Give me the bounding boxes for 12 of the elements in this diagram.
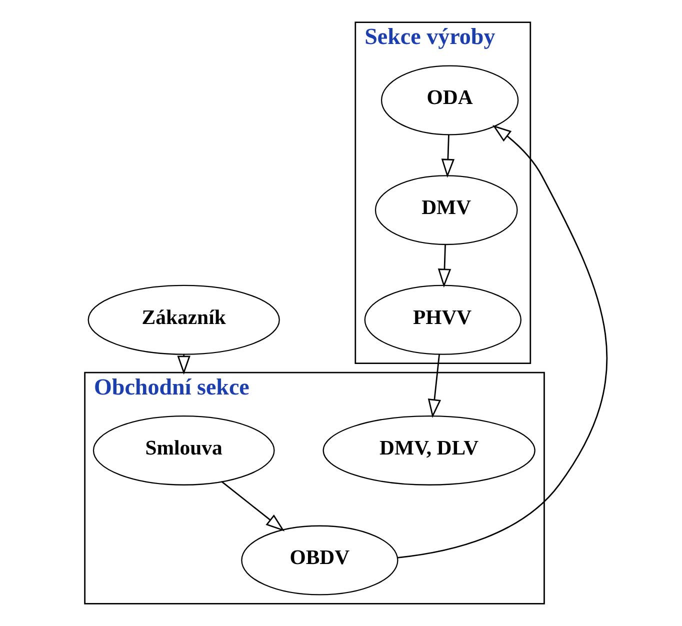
node-ellipse: Zákazník <box>87 284 280 355</box>
node-ellipse: Smlouva <box>92 415 274 486</box>
node-ellipse: ODA <box>380 65 518 136</box>
arrow <box>437 244 451 288</box>
arrow <box>220 481 284 532</box>
node-ellipse: OBDV <box>240 525 398 596</box>
node-ellipse: DMV, DLV <box>322 415 535 486</box>
node-ellipse: DMV <box>374 175 518 246</box>
arrow <box>397 125 607 558</box>
arrow <box>427 354 441 418</box>
node-ellipse: PHVV <box>364 284 521 355</box>
arrow <box>440 134 454 178</box>
